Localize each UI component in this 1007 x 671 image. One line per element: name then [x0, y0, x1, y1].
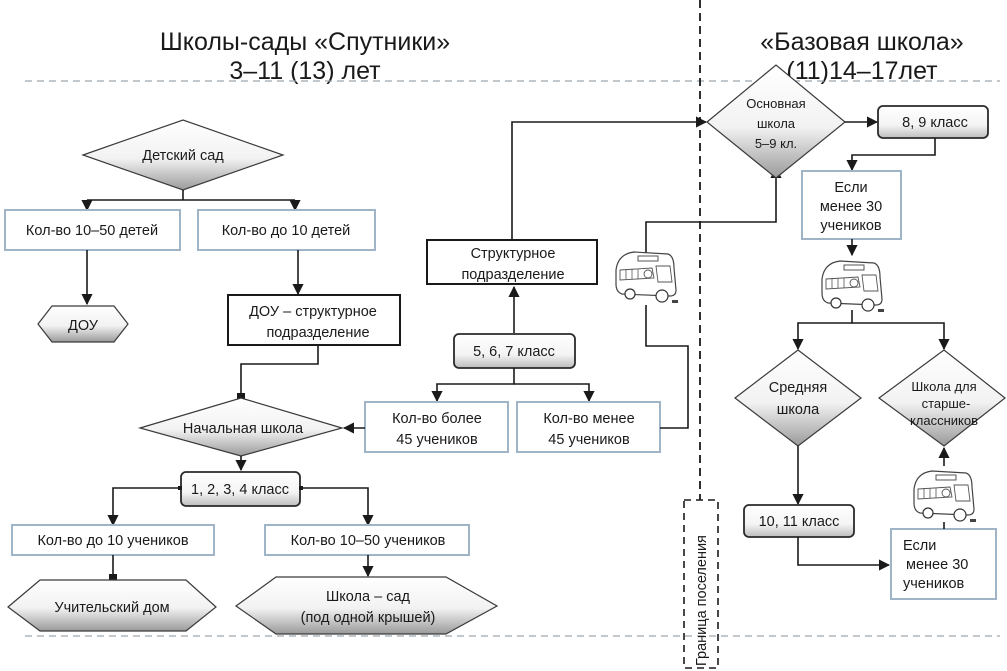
if-less-30-top-box: [801, 170, 902, 240]
pupils-up-to-10-box: [11, 524, 215, 556]
grades-10-11-box: [743, 504, 855, 538]
dou-label: ДОУ: [68, 318, 99, 334]
kids-10-50-label: Кол-во 10–50 детей: [26, 223, 158, 239]
grades-10-11-label: 10, 11 класс: [759, 514, 840, 530]
dou-terminal: [37, 305, 129, 343]
if-less-30-top-label-2: менее 30: [820, 199, 882, 215]
grades-8-9-box: [877, 105, 989, 139]
senior-school-label-1: Школа для: [911, 379, 976, 394]
less-45-pupils-label-1: Кол-во менее: [543, 411, 634, 427]
basic-school-label-2: школа: [757, 116, 796, 131]
dou-structural-unit-label-2: подразделение: [266, 325, 369, 341]
school-bus-icon: [913, 470, 977, 523]
school-garden-label-1: Школа – сад: [326, 589, 411, 605]
structural-unit-box: [426, 239, 598, 285]
if-less-30-bottom-box: [890, 528, 997, 600]
basic-school-label-3: 5–9 кл.: [755, 136, 797, 151]
more-45-pupils-label-2: 45 учеников: [396, 432, 478, 448]
kids-up-to-10-label: Кол-во до 10 детей: [222, 223, 351, 239]
if-less-30-bottom-label-1: Если: [903, 538, 936, 554]
dou-structural-unit-box: [227, 294, 401, 346]
right-column-subtitle: (11)14–17лет: [786, 57, 938, 85]
grades-5-7-label: 5, 6, 7 класс: [473, 344, 555, 360]
more-45-pupils-label-1: Кол-во более: [392, 411, 482, 427]
if-less-30-top-label-1: Если: [834, 180, 867, 196]
left-column-subtitle: 3–11 (13) лет: [229, 57, 381, 85]
teacher-house-label: Учительский дом: [54, 600, 169, 616]
settlement-boundary-label: Граница поселения: [694, 535, 710, 666]
structural-unit-label-2: подразделение: [461, 267, 564, 283]
kindergarten-label: Детский сад: [142, 148, 224, 164]
less-45-pupils-label-2: 45 учеников: [548, 432, 630, 448]
left-column-title: Школы-сады «Спутники»: [160, 28, 450, 56]
secondary-school-label-1: Средняя: [769, 380, 827, 396]
school-bus-icon: [615, 251, 679, 304]
pupils-10-50-box: [264, 524, 470, 556]
more-45-pupils-box: [364, 401, 509, 453]
senior-school-label-2: старше-: [922, 396, 971, 411]
secondary-school-label-2: школа: [777, 402, 820, 418]
grades-1-4-label: 1, 2, 3, 4 класс: [191, 482, 289, 498]
kids-10-50-box: [4, 209, 181, 251]
pupils-10-50-label: Кол-во 10–50 учеников: [291, 533, 446, 549]
dou-structural-unit-label-1: ДОУ – структурное: [249, 304, 377, 320]
structural-unit-label-1: Структурное: [471, 246, 556, 262]
if-less-30-bottom-label-3: учеников: [903, 576, 965, 592]
kids-up-to-10-box: [197, 209, 376, 251]
settlement-boundary-box: [683, 499, 719, 669]
if-less-30-top-label-3: учеников: [820, 218, 882, 234]
less-45-pupils-box: [516, 401, 661, 453]
secondary-school-decision: [734, 349, 862, 447]
pupils-up-to-10-label: Кол-во до 10 учеников: [37, 533, 188, 549]
grades-8-9-label: 8, 9 класс: [902, 115, 968, 131]
teacher-house-terminal: [7, 579, 217, 632]
school-garden-label-2: (под одной крышей): [301, 610, 436, 626]
if-less-30-bottom-label-2: менее 30: [906, 557, 968, 573]
senior-school-label-3: классников: [910, 413, 978, 428]
school-bus-icon: [821, 260, 885, 313]
basic-school-label-1: Основная: [746, 96, 805, 111]
kindergarten-decision: [81, 119, 285, 191]
primary-school-decision: [137, 397, 345, 457]
right-column-title: «Базовая школа»: [760, 28, 963, 56]
senior-school-decision: [877, 349, 1006, 447]
primary-school-label: Начальная школа: [183, 421, 304, 437]
school-garden-terminal: [234, 576, 499, 635]
